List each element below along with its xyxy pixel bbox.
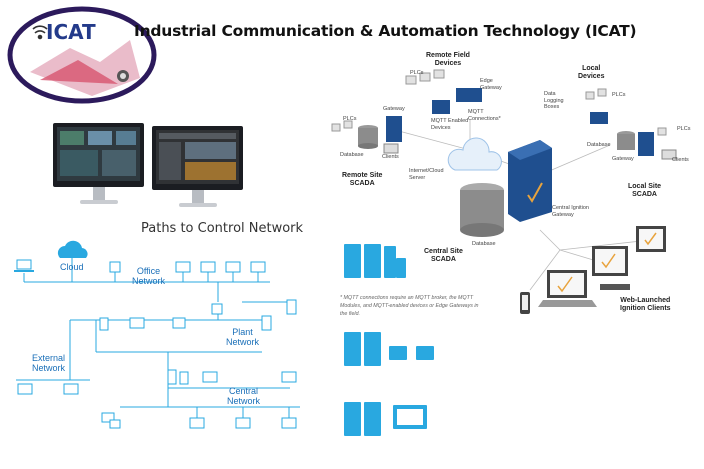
- page-title: Industrial Communication & Automation Te…: [134, 22, 637, 40]
- external-network-label: External Network: [32, 353, 66, 373]
- control-network-diagram: [14, 240, 300, 429]
- clients-label-2: Clients: [672, 157, 689, 163]
- office-network-label: Office Network: [132, 266, 166, 286]
- central-site-scada-label: Central Site SCADA: [424, 248, 463, 263]
- monitor-left: [53, 123, 144, 204]
- database-label-2: Database: [587, 142, 611, 148]
- central-ignition-gateway-label: Central Ignition Gateway: [552, 205, 589, 218]
- logo-text: ICAT: [46, 20, 96, 44]
- plcs-label-3: PLCs: [612, 92, 626, 98]
- clients-label-1: Clients: [382, 154, 399, 160]
- mqtt-connections-label: MQTT Connections*: [468, 109, 501, 122]
- scada-architecture: [331, 69, 677, 314]
- local-devices-label: Local Devices: [578, 65, 605, 80]
- paths-to-control-network-title: Paths to Control Network: [141, 221, 304, 236]
- mqtt-enabled-devices-label: MQTT Enabled Devices: [431, 118, 469, 131]
- plcs-label-4: PLCs: [677, 126, 691, 132]
- icat-logo: [7, 6, 157, 104]
- gateway-label-2: Gateway: [612, 156, 634, 162]
- monitor-right: [152, 126, 243, 207]
- database-label-1: Database: [340, 152, 364, 158]
- remote-field-devices-label: Remote Field Devices: [426, 52, 470, 67]
- central-network-label: Central Network: [227, 386, 261, 406]
- gateway-label-1: Gateway: [383, 106, 405, 112]
- mqtt-footnote: * MQTT connections require an MQTT broke…: [340, 295, 479, 317]
- wifi-icon: [32, 25, 48, 40]
- plcs-label-1: PLCs: [410, 70, 424, 76]
- data-logging-boxes-label: Data Logging Boxes: [544, 91, 564, 110]
- local-site-scada-label: Local Site SCADA: [628, 183, 662, 198]
- edge-gateway-label: Edge Gateway: [480, 78, 502, 91]
- internet-cloud-server-label: Internet/Cloud Server: [409, 168, 444, 181]
- remote-site-scada-label: Remote Site SCADA: [342, 172, 383, 187]
- database-label-3: Database: [472, 241, 496, 247]
- plant-network-label: Plant Network: [226, 327, 260, 347]
- web-launched-clients-label: Web-Launched Ignition Clients: [620, 297, 671, 312]
- cloud-label: Cloud: [60, 262, 84, 272]
- server-icons: [344, 244, 434, 436]
- plcs-label-2: PLCs: [343, 116, 357, 122]
